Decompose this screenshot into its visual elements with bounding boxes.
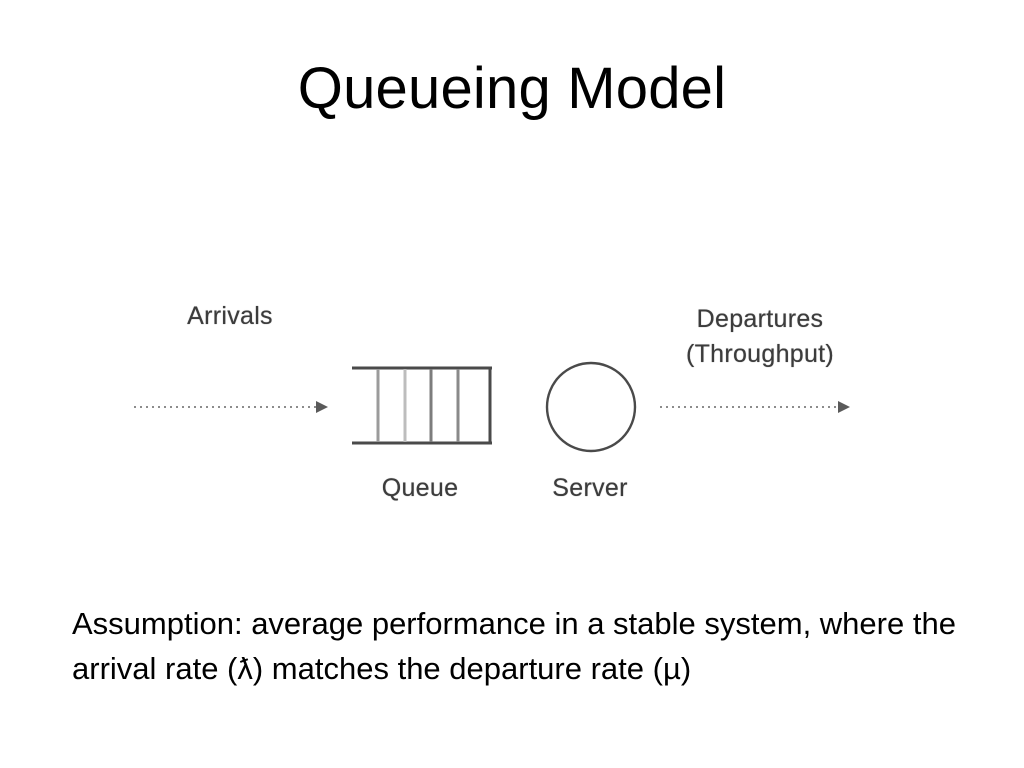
label-queue: Queue (381, 474, 459, 502)
departure-arrow-head (838, 401, 850, 413)
assumption-paragraph: Assumption: average performance in a sta… (72, 606, 956, 686)
page-title: Queueing Model (297, 56, 727, 121)
label-departures: Departures (Throughput) (685, 305, 835, 368)
server-circle (545, 361, 637, 453)
label-arrivals: Arrivals (187, 302, 273, 330)
arrival-arrow-head (316, 401, 328, 413)
diagram-canvas (134, 361, 850, 453)
arrival-arrow (134, 401, 328, 413)
departure-arrow (660, 401, 850, 413)
queueing-model-diagram: Arrivals Departures (Throughput) Queue S… (0, 280, 1024, 530)
queue-box (352, 366, 492, 445)
label-server: Server (552, 474, 628, 502)
